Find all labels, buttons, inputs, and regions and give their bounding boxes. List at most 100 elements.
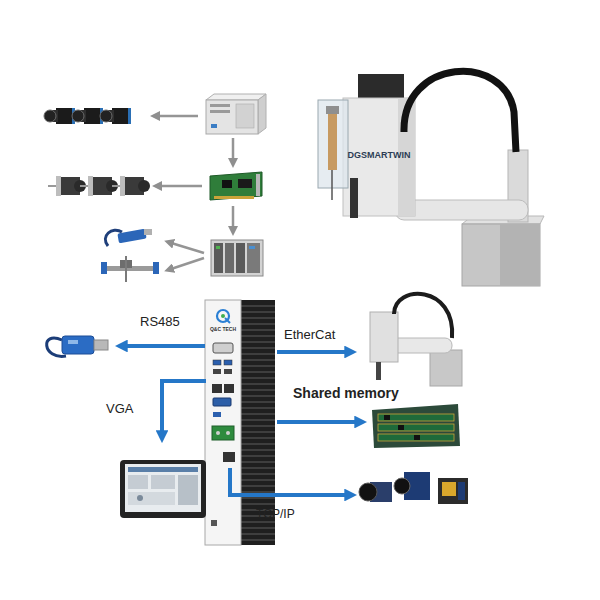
servo-motor-icon	[112, 185, 120, 187]
small-scara	[430, 350, 462, 386]
interface-arrow	[120, 346, 362, 495]
camera-icon	[44, 108, 131, 124]
flow-arrow	[168, 258, 204, 270]
interface-arrow	[277, 420, 362, 424]
hmi-tablet	[128, 467, 198, 472]
camera-group	[394, 478, 410, 494]
box-pc	[224, 369, 232, 374]
memory-module	[398, 425, 404, 430]
camera-icon	[128, 108, 131, 124]
scara-robot	[318, 100, 348, 188]
hmi-tablet	[120, 460, 206, 518]
industrial-pc-icon	[211, 124, 217, 128]
plc-icon	[247, 243, 260, 273]
plc-icon	[225, 243, 234, 273]
box-pc	[213, 369, 221, 374]
box-pc	[216, 431, 220, 435]
servo-motor-icon	[138, 180, 150, 192]
hmi-tablet	[128, 475, 148, 489]
scara-robot	[328, 112, 337, 170]
small-scara	[370, 312, 398, 362]
box-pc	[211, 520, 217, 526]
scara-robot	[326, 106, 339, 114]
interface-arrow	[277, 350, 352, 354]
box-pc	[213, 412, 221, 417]
box-pc	[213, 343, 233, 353]
servo-motor-icon	[80, 185, 88, 187]
scara-robot	[404, 71, 516, 152]
box-pc	[212, 426, 234, 440]
camera-icon	[56, 108, 74, 124]
memory-module	[384, 415, 390, 420]
motion-card-icon	[256, 174, 260, 196]
hmi-tablet	[178, 475, 198, 505]
linear-module-icon	[125, 256, 127, 282]
scara-robot	[350, 178, 358, 218]
interface-label: Shared memory	[293, 385, 399, 401]
node-text: DGSMARTWIN	[341, 150, 417, 160]
motion-card-icon	[210, 172, 262, 200]
box-pc	[213, 398, 231, 406]
memory-module	[378, 424, 454, 431]
flow-arrow	[154, 116, 233, 270]
flow-arrow	[154, 115, 198, 118]
hmi-tablet	[151, 475, 175, 489]
node-text: Q&C TECH	[205, 326, 241, 332]
box-pc	[213, 360, 221, 365]
camera-group	[359, 472, 468, 504]
box-pc	[225, 318, 230, 323]
memory-module	[372, 404, 460, 448]
plc-icon	[249, 246, 255, 249]
camera-group	[359, 483, 377, 501]
flow-arrow	[156, 185, 202, 188]
small-scara	[376, 362, 381, 380]
plc-icon	[211, 240, 263, 276]
robot-housing: DGSMARTWIN	[341, 144, 417, 214]
sensor-cable-icon	[117, 229, 146, 244]
servo-motor-icon	[48, 185, 56, 187]
box-pc	[217, 310, 229, 322]
industrial-pc-icon	[210, 110, 230, 113]
interface-arrow	[162, 381, 206, 438]
camera-group	[458, 482, 465, 500]
plc-icon	[216, 246, 220, 249]
motion-card-icon	[238, 179, 252, 188]
interface-arrow	[120, 344, 205, 348]
rs485-device	[47, 336, 108, 356]
interface-label: EtherCat	[284, 327, 335, 342]
interface-label: RS485	[140, 314, 180, 329]
scara-robot	[331, 170, 333, 200]
hmi-tablet	[137, 495, 143, 501]
industrial-pc-icon	[236, 104, 254, 128]
small-scara	[394, 294, 452, 338]
servo-motor-icon	[120, 176, 125, 196]
small-scara	[370, 294, 462, 386]
motion-card-icon	[214, 196, 254, 199]
motion-card-icon	[210, 172, 262, 200]
camera-icon	[84, 108, 102, 124]
scara-robot	[318, 71, 544, 286]
sensor-cable-icon	[105, 229, 152, 246]
camera-group	[438, 478, 468, 504]
linear-module-icon	[101, 262, 107, 274]
memory-module	[378, 434, 454, 441]
box-pc	[205, 300, 241, 545]
box-pc	[221, 314, 225, 318]
flow-arrow	[232, 206, 235, 232]
plc-icon	[236, 243, 245, 273]
interface-arrow	[230, 468, 352, 495]
hmi-tablet	[128, 492, 175, 505]
industrial-pc-icon	[206, 94, 266, 134]
camera-icon	[112, 108, 130, 124]
hmi-tablet	[120, 460, 206, 518]
camera-icon	[44, 110, 56, 122]
rs485-device	[62, 336, 94, 354]
plc-icon	[211, 240, 263, 276]
hmi-tablet	[125, 464, 201, 512]
interface-label: VGA	[106, 401, 133, 416]
rs485-device	[94, 340, 108, 350]
box-pc-panel: Q&C TECH	[205, 300, 241, 545]
flow-arrow	[168, 242, 204, 253]
servo-motor-icon	[88, 176, 93, 196]
